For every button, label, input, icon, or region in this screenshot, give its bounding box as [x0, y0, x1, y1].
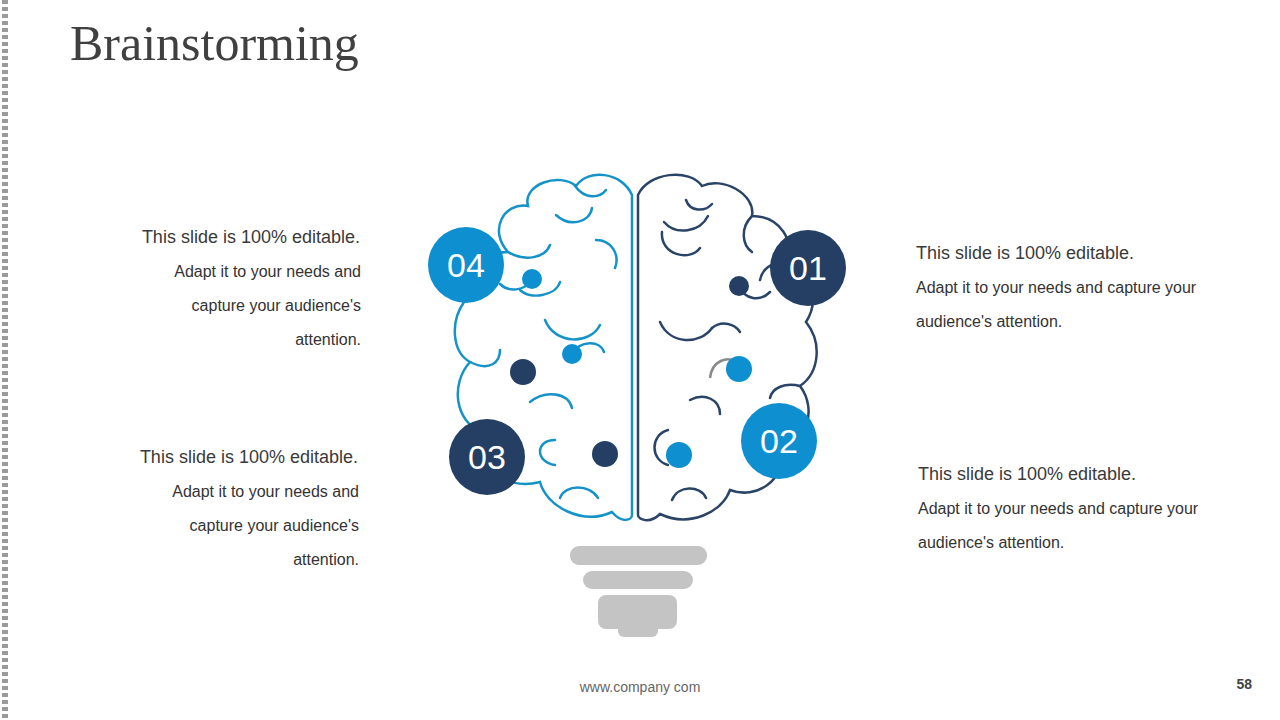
text-body: Adapt it to your needs and capture your … — [918, 492, 1208, 560]
text-body: Adapt it to your needs and capture your … — [128, 475, 359, 577]
text-body: Adapt it to your needs and capture your … — [916, 271, 1206, 339]
number-circle: 01 — [770, 230, 846, 306]
page-number: 58 — [1200, 675, 1252, 693]
text-heading: This slide is 100% editable. — [58, 445, 358, 469]
text-body: Adapt it to your needs and capture your … — [130, 255, 361, 357]
callout-number: 04 — [447, 246, 485, 285]
bulb-base — [570, 546, 707, 637]
footer-url: www.company com — [490, 678, 790, 696]
callout-number: 03 — [468, 438, 506, 477]
text-heading: This slide is 100% editable. — [60, 225, 360, 249]
callout-number: 01 — [789, 249, 827, 288]
number-circle: 04 — [428, 227, 504, 303]
brain-dots — [510, 269, 752, 468]
slide-title: Brainstorming — [70, 14, 359, 72]
left-hemisphere — [455, 175, 632, 520]
right-hemisphere — [638, 175, 817, 520]
text-heading: This slide is 100% editable. — [918, 462, 1238, 486]
text-heading: This slide is 100% editable. — [916, 241, 1236, 265]
callout-number: 02 — [760, 422, 798, 461]
number-circle: 03 — [449, 419, 525, 495]
number-circle: 02 — [741, 403, 817, 479]
side-border — [2, 0, 8, 720]
